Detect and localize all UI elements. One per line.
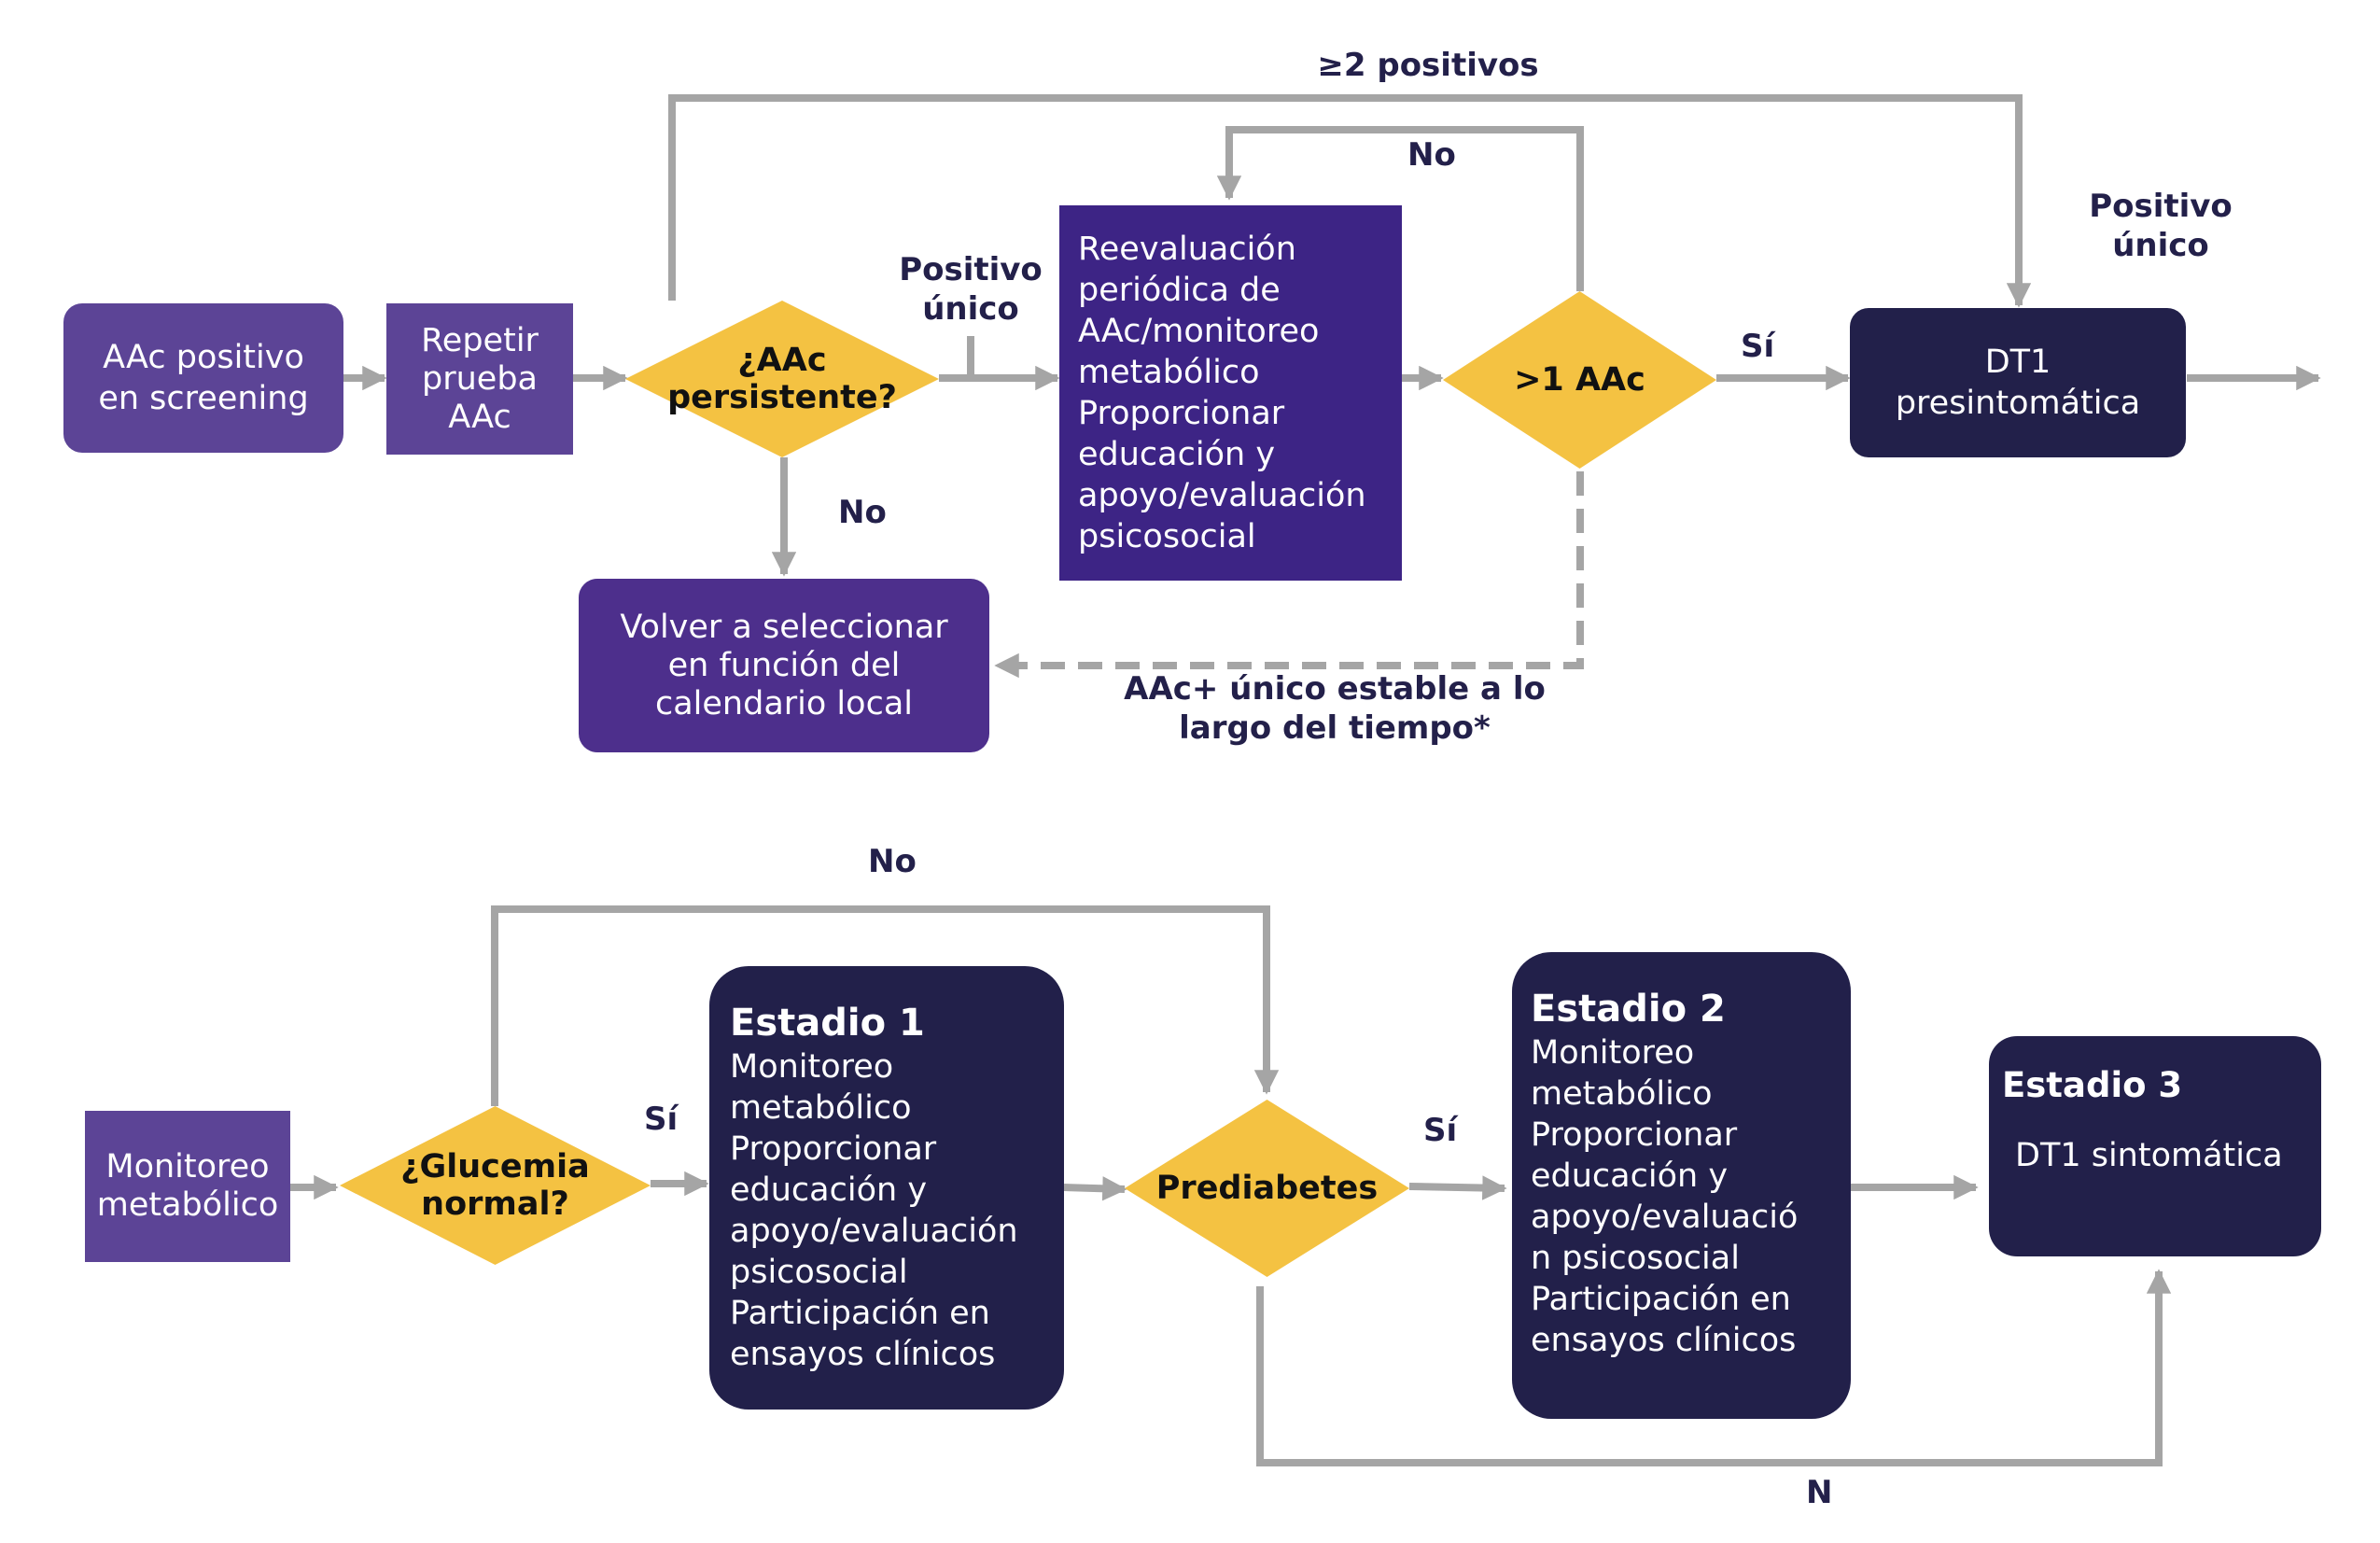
- normal-glucose-diamond: [340, 1106, 651, 1265]
- stage1-title: Estadio 1: [730, 1002, 925, 1045]
- presymptomatic-t1d-text: DT1 presintomática: [1895, 344, 2141, 422]
- persistent-aac-diamond: [625, 301, 939, 457]
- no-label-glucose-loop: No: [868, 843, 917, 880]
- reselect-local-schedule-box: Volver a seleccionar en función del cale…: [579, 579, 989, 752]
- presymptomatic-t1d-box: DT1 presintomática: [1850, 308, 2186, 457]
- two-positives-label: ≥2 positivos: [1317, 47, 1539, 84]
- single-positive-right-label: Positivo único: [2089, 188, 2233, 264]
- arrow-prediabetes-to-stage2: [1408, 1175, 1507, 1200]
- more-than-one-aac-decision-text: >1 AAc: [1514, 361, 1645, 399]
- stage2-title: Estadio 2: [1531, 988, 1726, 1031]
- stage3-body: DT1 sintomática: [2015, 1137, 2283, 1174]
- persistent-aac-decision-text: ¿AAc persistente?: [667, 342, 897, 416]
- arrow-prediabetes-no-to-stage3: [1256, 1269, 2172, 1466]
- repeat-aac-test-text: Repetir prueba AAc: [421, 321, 539, 436]
- more-than-one-aac-diamond: [1443, 291, 1716, 469]
- no-label-left: No: [838, 494, 887, 531]
- reselect-local-schedule-text: Volver a seleccionar en función del cale…: [620, 608, 948, 722]
- stage2-box: Estadio 2 Monitoreo metabólico Proporcio…: [1512, 952, 1851, 1419]
- prediabetes-diamond: [1125, 1100, 1409, 1277]
- periodic-reevaluation-box: Reevaluación periódica de AAc/monitoreo …: [1059, 205, 1402, 581]
- normal-glucose-decision-text: ¿Glucemia normal?: [400, 1148, 590, 1223]
- stable-single-aac-label: AAc+ único estable a lo largo del tiempo…: [1124, 670, 1546, 747]
- stage3-box: Estadio 3 DT1 sintomática: [1989, 1036, 2321, 1256]
- stage3-title: Estadio 3: [2002, 1065, 2183, 1105]
- stage1-box: Estadio 1 Monitoreo metabólico Proporcio…: [709, 966, 1064, 1410]
- n-label-bottom: N: [1806, 1474, 1833, 1511]
- yes-label-glucose: Sí: [644, 1101, 679, 1138]
- arrow-stable-dashed: [994, 471, 1584, 679]
- arrow-no-loop-back: [1216, 126, 1584, 291]
- single-positive-label: Positivo único: [899, 251, 1043, 328]
- yes-label-top: Sí: [1741, 328, 1775, 365]
- repeat-aac-test-box: Repetir prueba AAc: [386, 303, 573, 455]
- arrow-glucose-no-loop: [491, 905, 1280, 1106]
- periodic-reevaluation-text: Reevaluación periódica de AAc/monitoreo …: [1078, 231, 1366, 555]
- stage2-body: Monitoreo metabólico Proporcionar educac…: [1531, 1034, 1799, 1359]
- no-label-top-loop: No: [1407, 136, 1456, 174]
- arrow-stage1-to-prediabetes: [1063, 1176, 1127, 1201]
- metabolic-monitoring-text: Monitoreo metabólico: [96, 1148, 279, 1224]
- yes-label-prediabetes: Sí: [1423, 1112, 1458, 1149]
- aac-positive-screening-box: AAc positivo en screening: [63, 303, 343, 453]
- aac-positive-screening-text: AAc positivo en screening: [98, 339, 309, 417]
- metabolic-monitoring-box: Monitoreo metabólico: [85, 1111, 290, 1262]
- arrow-two-positives-loop: [668, 94, 2032, 308]
- stage1-body: Monitoreo metabólico Proporcionar educac…: [730, 1048, 1018, 1373]
- prediabetes-decision-text: Prediabetes: [1155, 1170, 1379, 1207]
